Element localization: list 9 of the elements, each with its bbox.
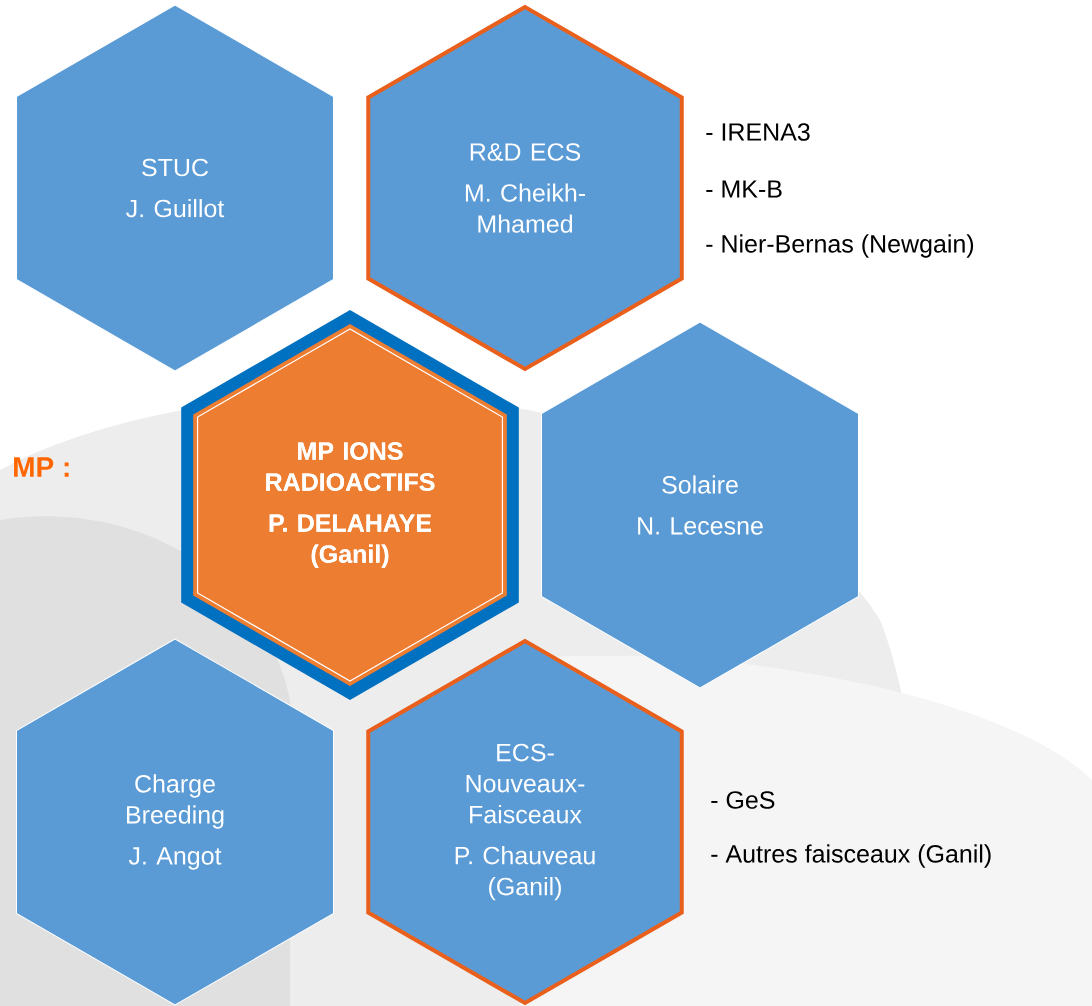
hexagon: Charge Breeding J. Angot	[16, 638, 334, 1006]
list-item: - Nier-Bernas (Newgain)	[706, 234, 974, 258]
list-item: - Autres faisceaux (Ganil)	[711, 844, 991, 868]
hexagon: STUC J. Guillot	[16, 4, 334, 372]
hexagon: Solaire N. Lecesne	[541, 321, 859, 689]
heading-label: MP :	[14, 457, 69, 477]
list-item: - GeS	[711, 791, 775, 809]
list-item: - MK-B	[706, 180, 782, 198]
list-item: - IRENA3	[706, 123, 810, 141]
